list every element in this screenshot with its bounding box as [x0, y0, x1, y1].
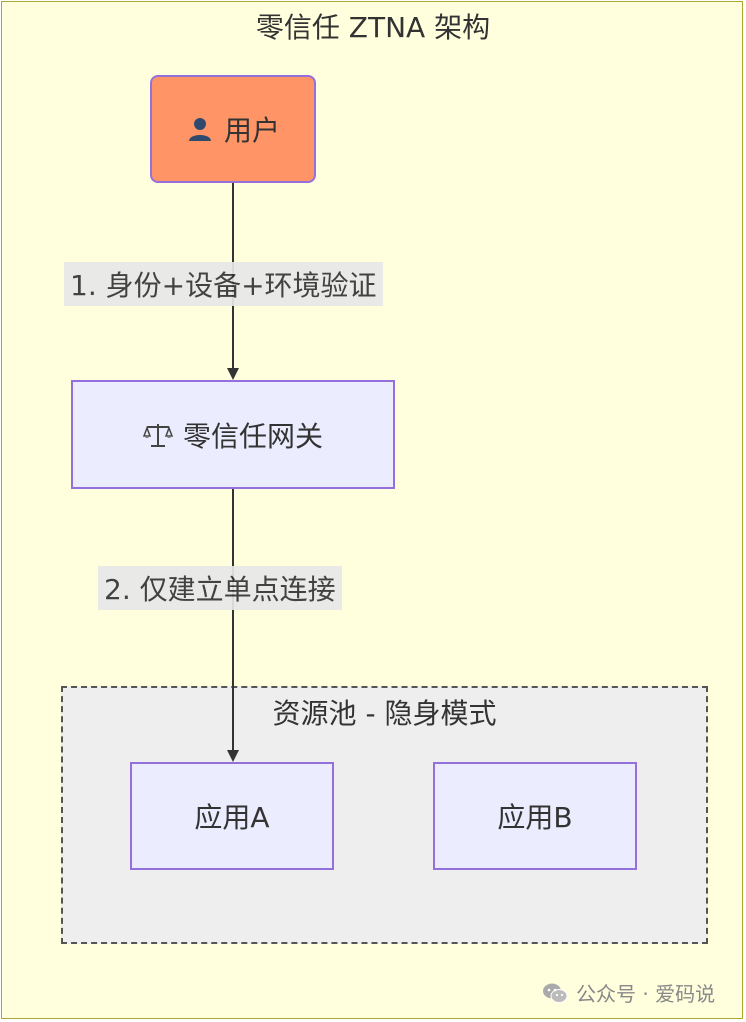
user-node-label: 用户 [223, 114, 280, 147]
user-node[interactable]: 用户 [150, 75, 316, 183]
app-a-node[interactable]: 应用A [130, 762, 334, 870]
gateway-node[interactable]: 零信任网关 [71, 380, 395, 489]
app-b-node[interactable]: 应用B [433, 762, 637, 870]
resource-pool-label: 资源池 - 隐身模式 [272, 697, 497, 730]
watermark: 公众号 · 爱码说 [542, 978, 715, 1007]
app-b-label: 应用B [497, 801, 573, 834]
scale-icon [142, 421, 173, 449]
edge-label-verify: 1. 身份+设备+环境验证 [64, 262, 383, 306]
watermark-text: 公众号 · 爱码说 [576, 982, 716, 1006]
edge-label-connect: 2. 仅建立单点连接 [98, 566, 342, 610]
user-icon [186, 115, 214, 143]
gateway-node-label: 零信任网关 [182, 419, 323, 453]
wechat-icon [543, 983, 568, 1003]
app-a-label: 应用A [194, 801, 270, 834]
diagram-title: 零信任 ZTNA 架构 [255, 11, 491, 44]
